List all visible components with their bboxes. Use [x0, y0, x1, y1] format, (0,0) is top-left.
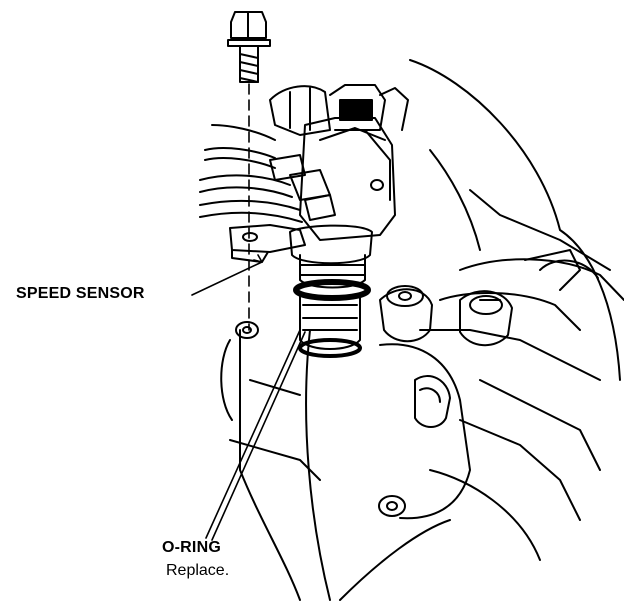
wiring-harness	[199, 84, 409, 223]
leader-lines	[191, 254, 306, 541]
o-ring-leader	[205, 329, 301, 539]
mounting-bolt	[227, 11, 271, 331]
speed-sensor	[229, 117, 396, 358]
o-ring-label: O-RING	[162, 539, 221, 556]
speed-sensor-leader	[191, 261, 263, 296]
o-ring-replace-note: Replace.	[166, 562, 230, 579]
transmission-housing	[220, 59, 624, 601]
speed-sensor-label: SPEED SENSOR	[16, 285, 145, 302]
